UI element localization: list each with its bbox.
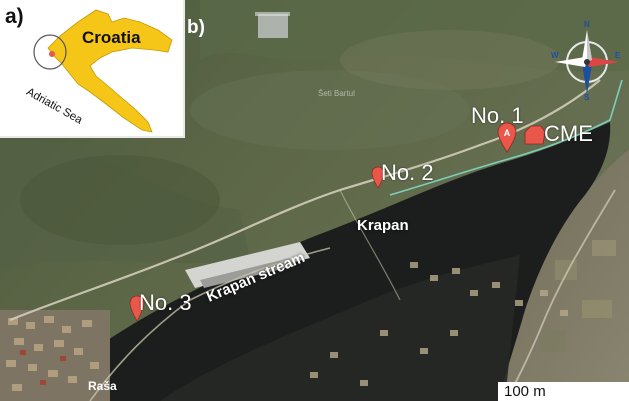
svg-text:A: A [504, 128, 511, 138]
panel-b-label: b) [187, 17, 205, 38]
cme-marker-icon [524, 125, 546, 145]
svg-text:W: W [551, 51, 559, 60]
study-area-circle [33, 34, 67, 70]
location-pin-icon [129, 295, 145, 322]
svg-text:S: S [584, 93, 590, 100]
croatia-label: Croatia [82, 28, 141, 47]
site-label-no2: No. 2 [381, 160, 434, 185]
route-line [389, 79, 623, 196]
croatia-shape [47, 9, 173, 133]
location-pin-icon [371, 166, 385, 189]
site-label-cme: CME [544, 121, 593, 146]
panel-a-label: a) [5, 5, 24, 28]
compass-rose-icon: N S W E [551, 20, 621, 100]
scale-bar: 100 m [498, 382, 629, 401]
rasa-label: Raša [88, 379, 117, 393]
svg-text:E: E [615, 51, 621, 60]
faded-village-label: Šeti Bartul [318, 89, 355, 98]
svg-text:N: N [584, 20, 590, 29]
site-label-no1: No. 1 [471, 103, 524, 128]
krapan-label: Krapan [357, 217, 409, 234]
location-pin-icon: A [497, 122, 517, 153]
study-area-dot [49, 51, 55, 57]
site-label-no3: No. 3 [139, 290, 192, 315]
croatia-outline [33, 9, 173, 133]
inset-map: a) Croatia Adriatic Sea [0, 0, 185, 138]
scale-label: 100 m [504, 383, 546, 400]
